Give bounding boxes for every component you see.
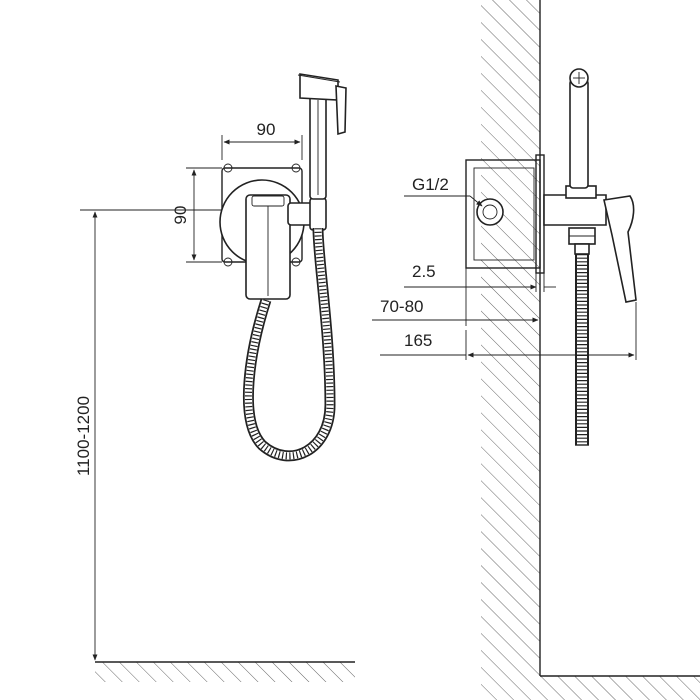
box-height-label: 90 [171, 206, 190, 225]
total-projection-label: 165 [404, 331, 432, 350]
box-depth-dimension: 70-80 [372, 268, 541, 326]
hose-front [242, 227, 336, 462]
box-width-label: 90 [257, 120, 276, 139]
hand-shower-side [569, 68, 589, 189]
plate-thickness-dimension: 2.5 [404, 262, 556, 292]
hose-side [568, 227, 596, 446]
mount-height-dimension: 1100-1200 [74, 209, 240, 661]
box-width-dimension: 90 [221, 120, 303, 160]
mixer-body-side [543, 185, 637, 303]
box-depth-label: 70-80 [380, 297, 423, 316]
floor-hatch [95, 661, 355, 682]
wall-hatch [479, 0, 700, 700]
thread-label: G1/2 [412, 175, 449, 194]
front-view: 1100-1200 90 90 [74, 73, 355, 682]
mounting-box-side [465, 154, 545, 274]
total-projection-dimension: 165 [380, 302, 637, 360]
mixer-body-front [245, 194, 291, 300]
plate-thickness-label: 2.5 [412, 262, 436, 281]
thread-callout: G1/2 [404, 175, 483, 207]
box-height-dimension: 90 [171, 167, 222, 263]
side-view: G1/2 2.5 70-80 165 [372, 0, 700, 700]
holder-arm-front [287, 197, 327, 231]
mount-height-label: 1100-1200 [74, 396, 93, 476]
hand-shower-front [297, 73, 347, 200]
